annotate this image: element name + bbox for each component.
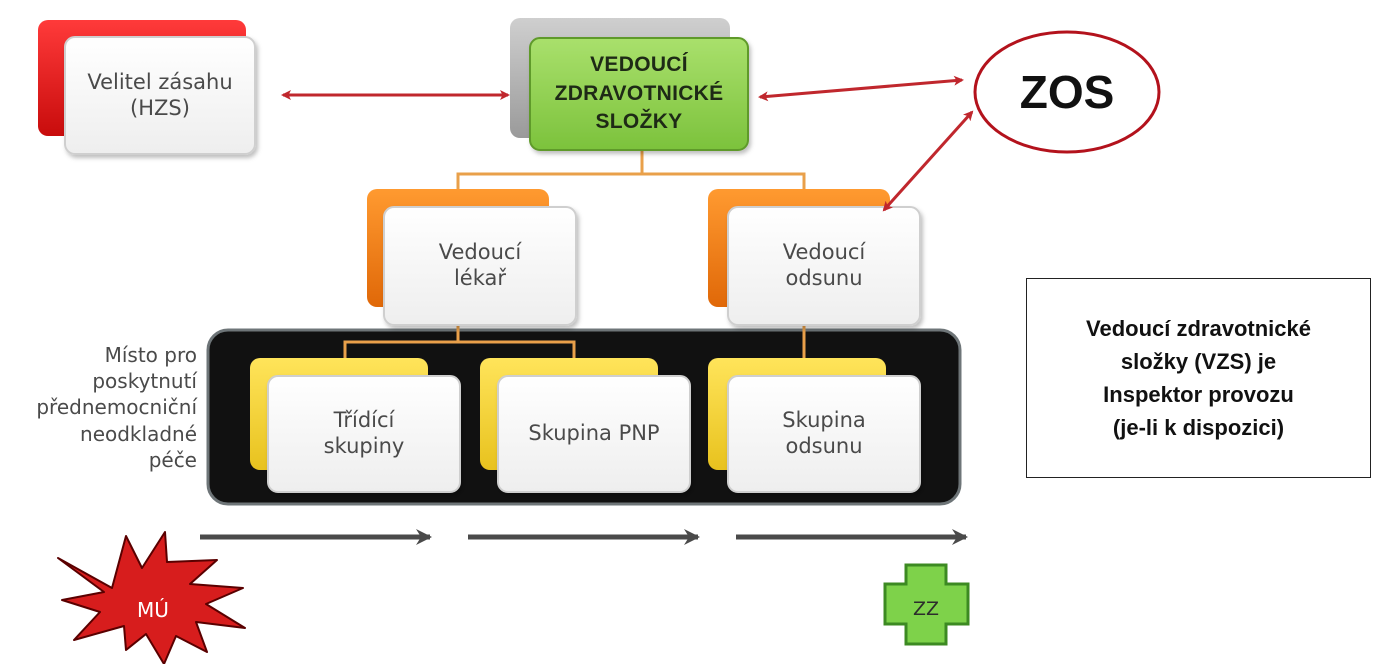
incident-site-star <box>57 531 246 664</box>
head-medical-label: VEDOUCÍ ZDRAVOTNICKÉ SLOŽKY <box>554 53 724 134</box>
evacuation-box <box>727 375 921 493</box>
head-evacuation-box <box>727 206 921 326</box>
commander-box <box>64 36 256 155</box>
head-medical-box <box>529 37 749 151</box>
pnp-label: Skupina PNP <box>528 421 660 446</box>
site-label: Místo pro poskytnutí přednemocniční neod… <box>36 343 197 472</box>
triage-box <box>267 375 461 493</box>
commander-label: Velitel zásahu (HZS) <box>87 69 233 120</box>
zos-ellipse <box>973 30 1161 154</box>
zos-label: ZOS <box>1019 66 1115 118</box>
relation-arrows <box>281 75 974 212</box>
head-doctor-label: Vedoucí lékař <box>438 240 522 290</box>
note-box: Vedoucí zdravotnické složky (VZS) je Ins… <box>1026 278 1371 478</box>
medical-facility-cross <box>883 563 970 646</box>
head-evacuation-label: Vedoucí odsunu <box>782 240 866 290</box>
head-doctor-box <box>383 206 577 326</box>
triage-label: Třídící skupiny <box>323 408 405 458</box>
incident-site-label: MÚ <box>137 598 169 622</box>
evacuation-label: Skupina odsunu <box>782 408 866 458</box>
pnp-box <box>497 375 691 493</box>
medical-facility-label: ZZ <box>912 598 940 620</box>
